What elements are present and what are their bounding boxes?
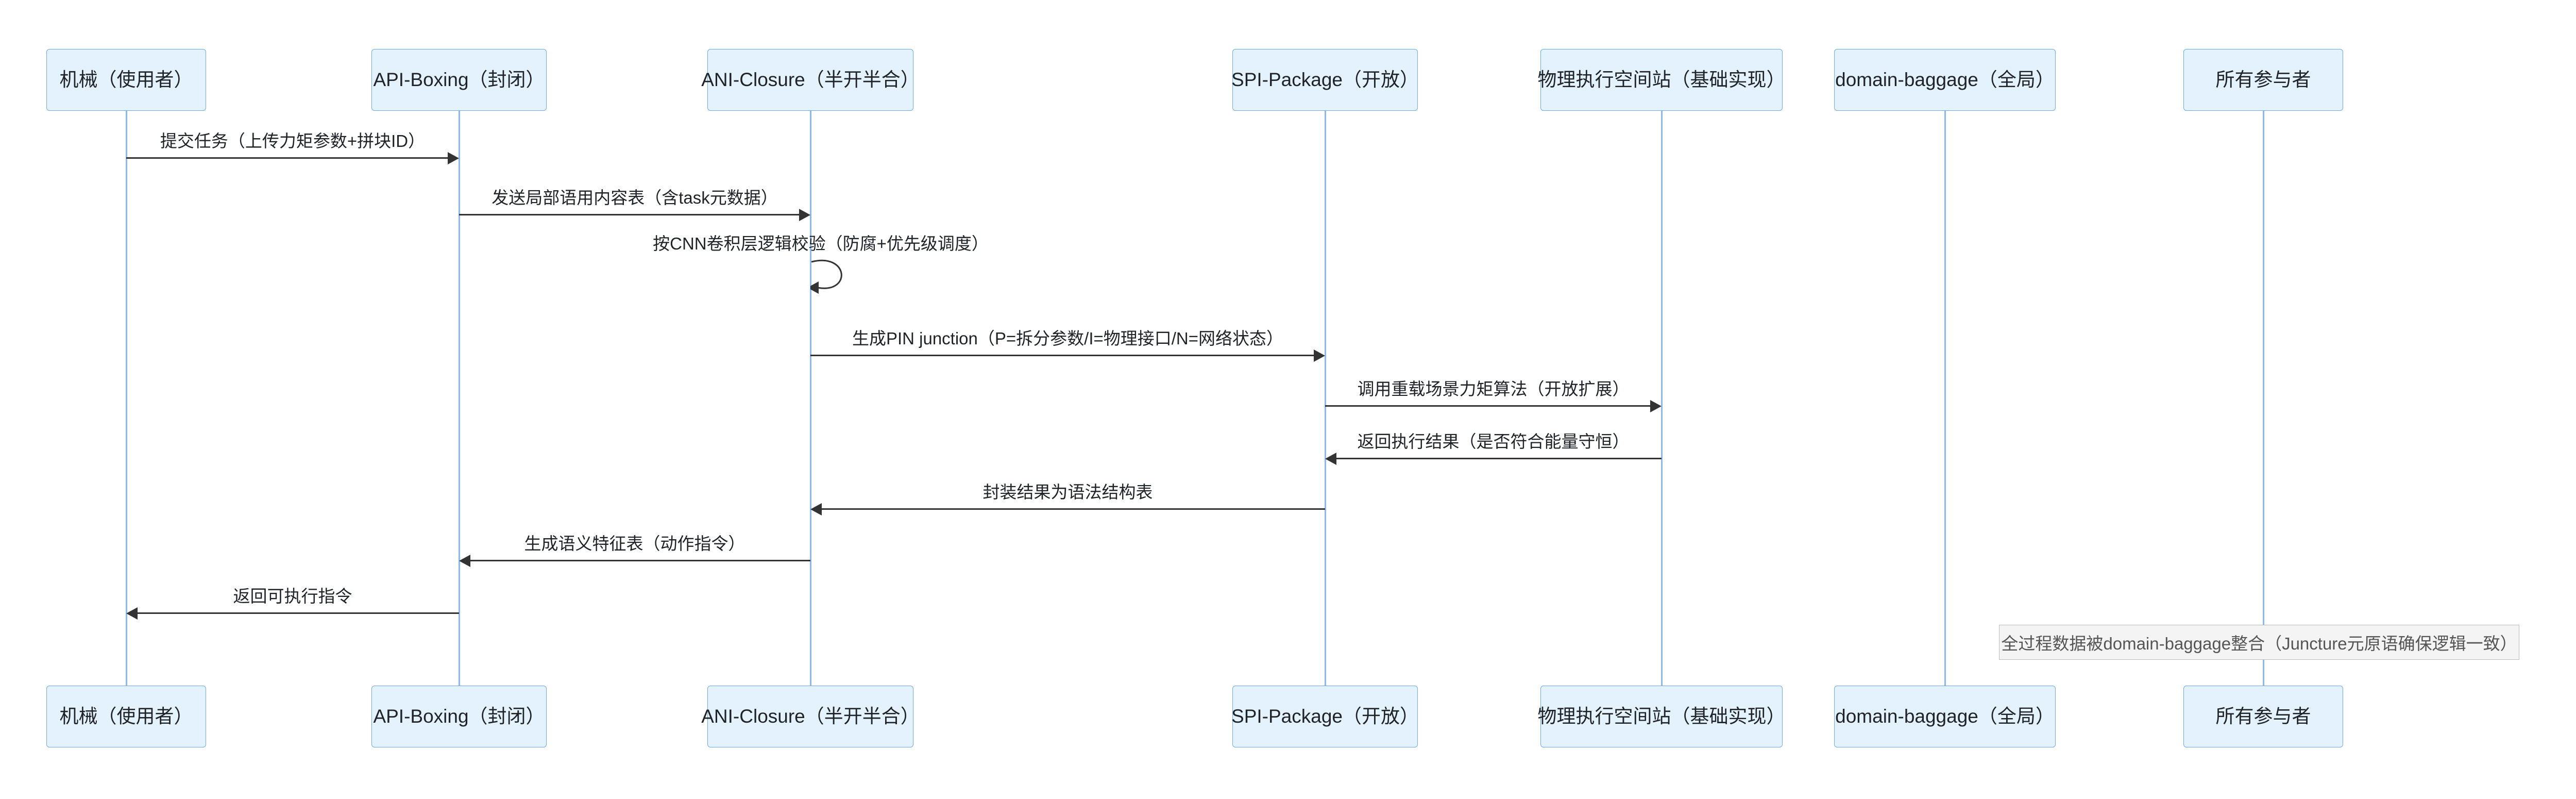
lifeline-baggage xyxy=(1944,111,1946,686)
message-line-7 xyxy=(821,508,1325,510)
message-arrowhead-9 xyxy=(126,607,138,620)
lifeline-machine xyxy=(125,111,127,686)
message-label-4: 生成PIN junction（P=拆分参数/I=物理接口/N=网络状态） xyxy=(852,329,1284,348)
participant-box-machine-bottom[interactable]: 机械（使用者） xyxy=(46,686,206,747)
message-arrowhead-7 xyxy=(810,503,822,515)
message-arrowhead-1 xyxy=(448,152,459,164)
message-line-1 xyxy=(126,157,449,159)
message-label-8: 生成语义特征表（动作指令） xyxy=(524,534,745,553)
participant-box-api-bottom[interactable]: API-Boxing（封闭） xyxy=(371,686,547,747)
message-label-5: 调用重载场景力矩算法（开放扩展） xyxy=(1357,379,1630,398)
message-label-7: 封装结果为语法结构表 xyxy=(982,482,1153,502)
participant-box-spi-bottom[interactable]: SPI-Package（开放） xyxy=(1231,686,1419,747)
lifeline-all xyxy=(2262,111,2264,686)
lifeline-ani xyxy=(809,111,811,686)
message-arrowhead-8 xyxy=(459,554,470,567)
message-arrowhead-4 xyxy=(1314,349,1325,362)
participant-box-station-top[interactable]: 物理执行空间站（基础实现） xyxy=(1538,49,1786,111)
message-label-1: 提交任务（上传力矩参数+拼块ID） xyxy=(160,131,426,151)
message-label-9: 返回可执行指令 xyxy=(233,587,352,606)
participant-box-api-top[interactable]: API-Boxing（封闭） xyxy=(371,49,547,111)
lifeline-station xyxy=(1660,111,1663,686)
participant-box-baggage-bottom[interactable]: domain-baggage（全局） xyxy=(1834,686,2056,747)
message-arrowhead-5 xyxy=(1650,400,1662,412)
message-label-6: 返回执行结果（是否符合能量守恒） xyxy=(1357,432,1630,451)
participant-box-spi-top[interactable]: SPI-Package（开放） xyxy=(1231,49,1419,111)
lifeline-api xyxy=(458,111,460,686)
participant-box-station-bottom[interactable]: 物理执行空间站（基础实现） xyxy=(1538,686,1786,747)
message-label-2: 发送局部语用内容表（含task元数据） xyxy=(492,188,778,207)
message-label-3: 按CNN卷积层逻辑校验（防腐+优先级调度） xyxy=(653,234,989,253)
lifeline-spi xyxy=(1324,111,1326,686)
note-baggage-note: 全过程数据被domain-baggage整合（Juncture元原语确保逻辑一致… xyxy=(1999,625,2519,660)
message-line-6 xyxy=(1335,458,1662,459)
message-line-2 xyxy=(459,214,800,215)
participant-box-machine-top[interactable]: 机械（使用者） xyxy=(46,49,206,111)
participant-box-ani-top[interactable]: ANI-Closure（半开半合） xyxy=(701,49,920,111)
self-message-arrow-3 xyxy=(810,260,842,294)
message-arrowhead-2 xyxy=(799,208,810,221)
participant-box-ani-bottom[interactable]: ANI-Closure（半开半合） xyxy=(701,686,920,747)
message-line-9 xyxy=(137,612,459,614)
message-arrowhead-6 xyxy=(1325,452,1336,465)
participant-box-all-bottom[interactable]: 所有参与者 xyxy=(2183,686,2343,747)
message-line-8 xyxy=(469,560,810,561)
message-line-5 xyxy=(1325,405,1651,407)
participant-box-all-top[interactable]: 所有参与者 xyxy=(2183,49,2343,111)
participant-box-baggage-top[interactable]: domain-baggage（全局） xyxy=(1834,49,2056,111)
message-line-4 xyxy=(810,355,1315,356)
